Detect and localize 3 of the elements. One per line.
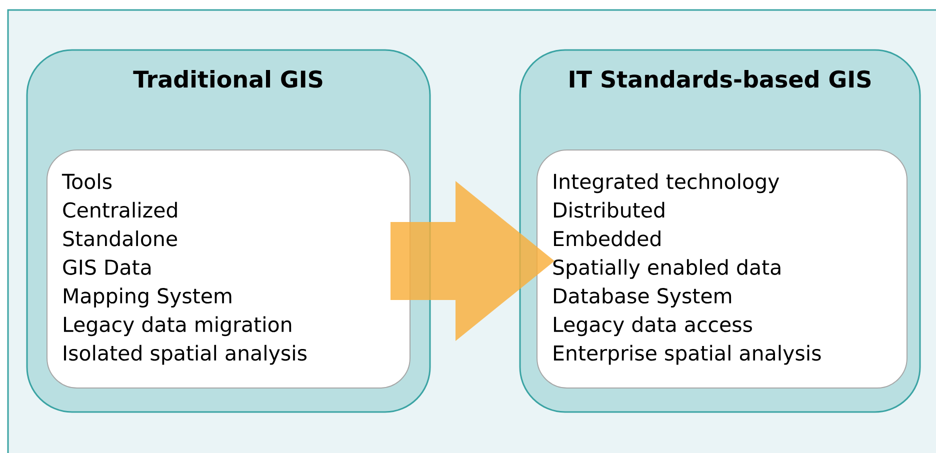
list-box: Tools Centralized Standalone GIS Data Mapping System Legacy data migration Isolated spatial analysis [46, 150, 410, 388]
list-box: Integrated technology Distributed Embedded Spatially enabled data Database System Legacy data access Enterprise spatial analysis [536, 150, 908, 388]
block-arrow [390, 181, 554, 341]
